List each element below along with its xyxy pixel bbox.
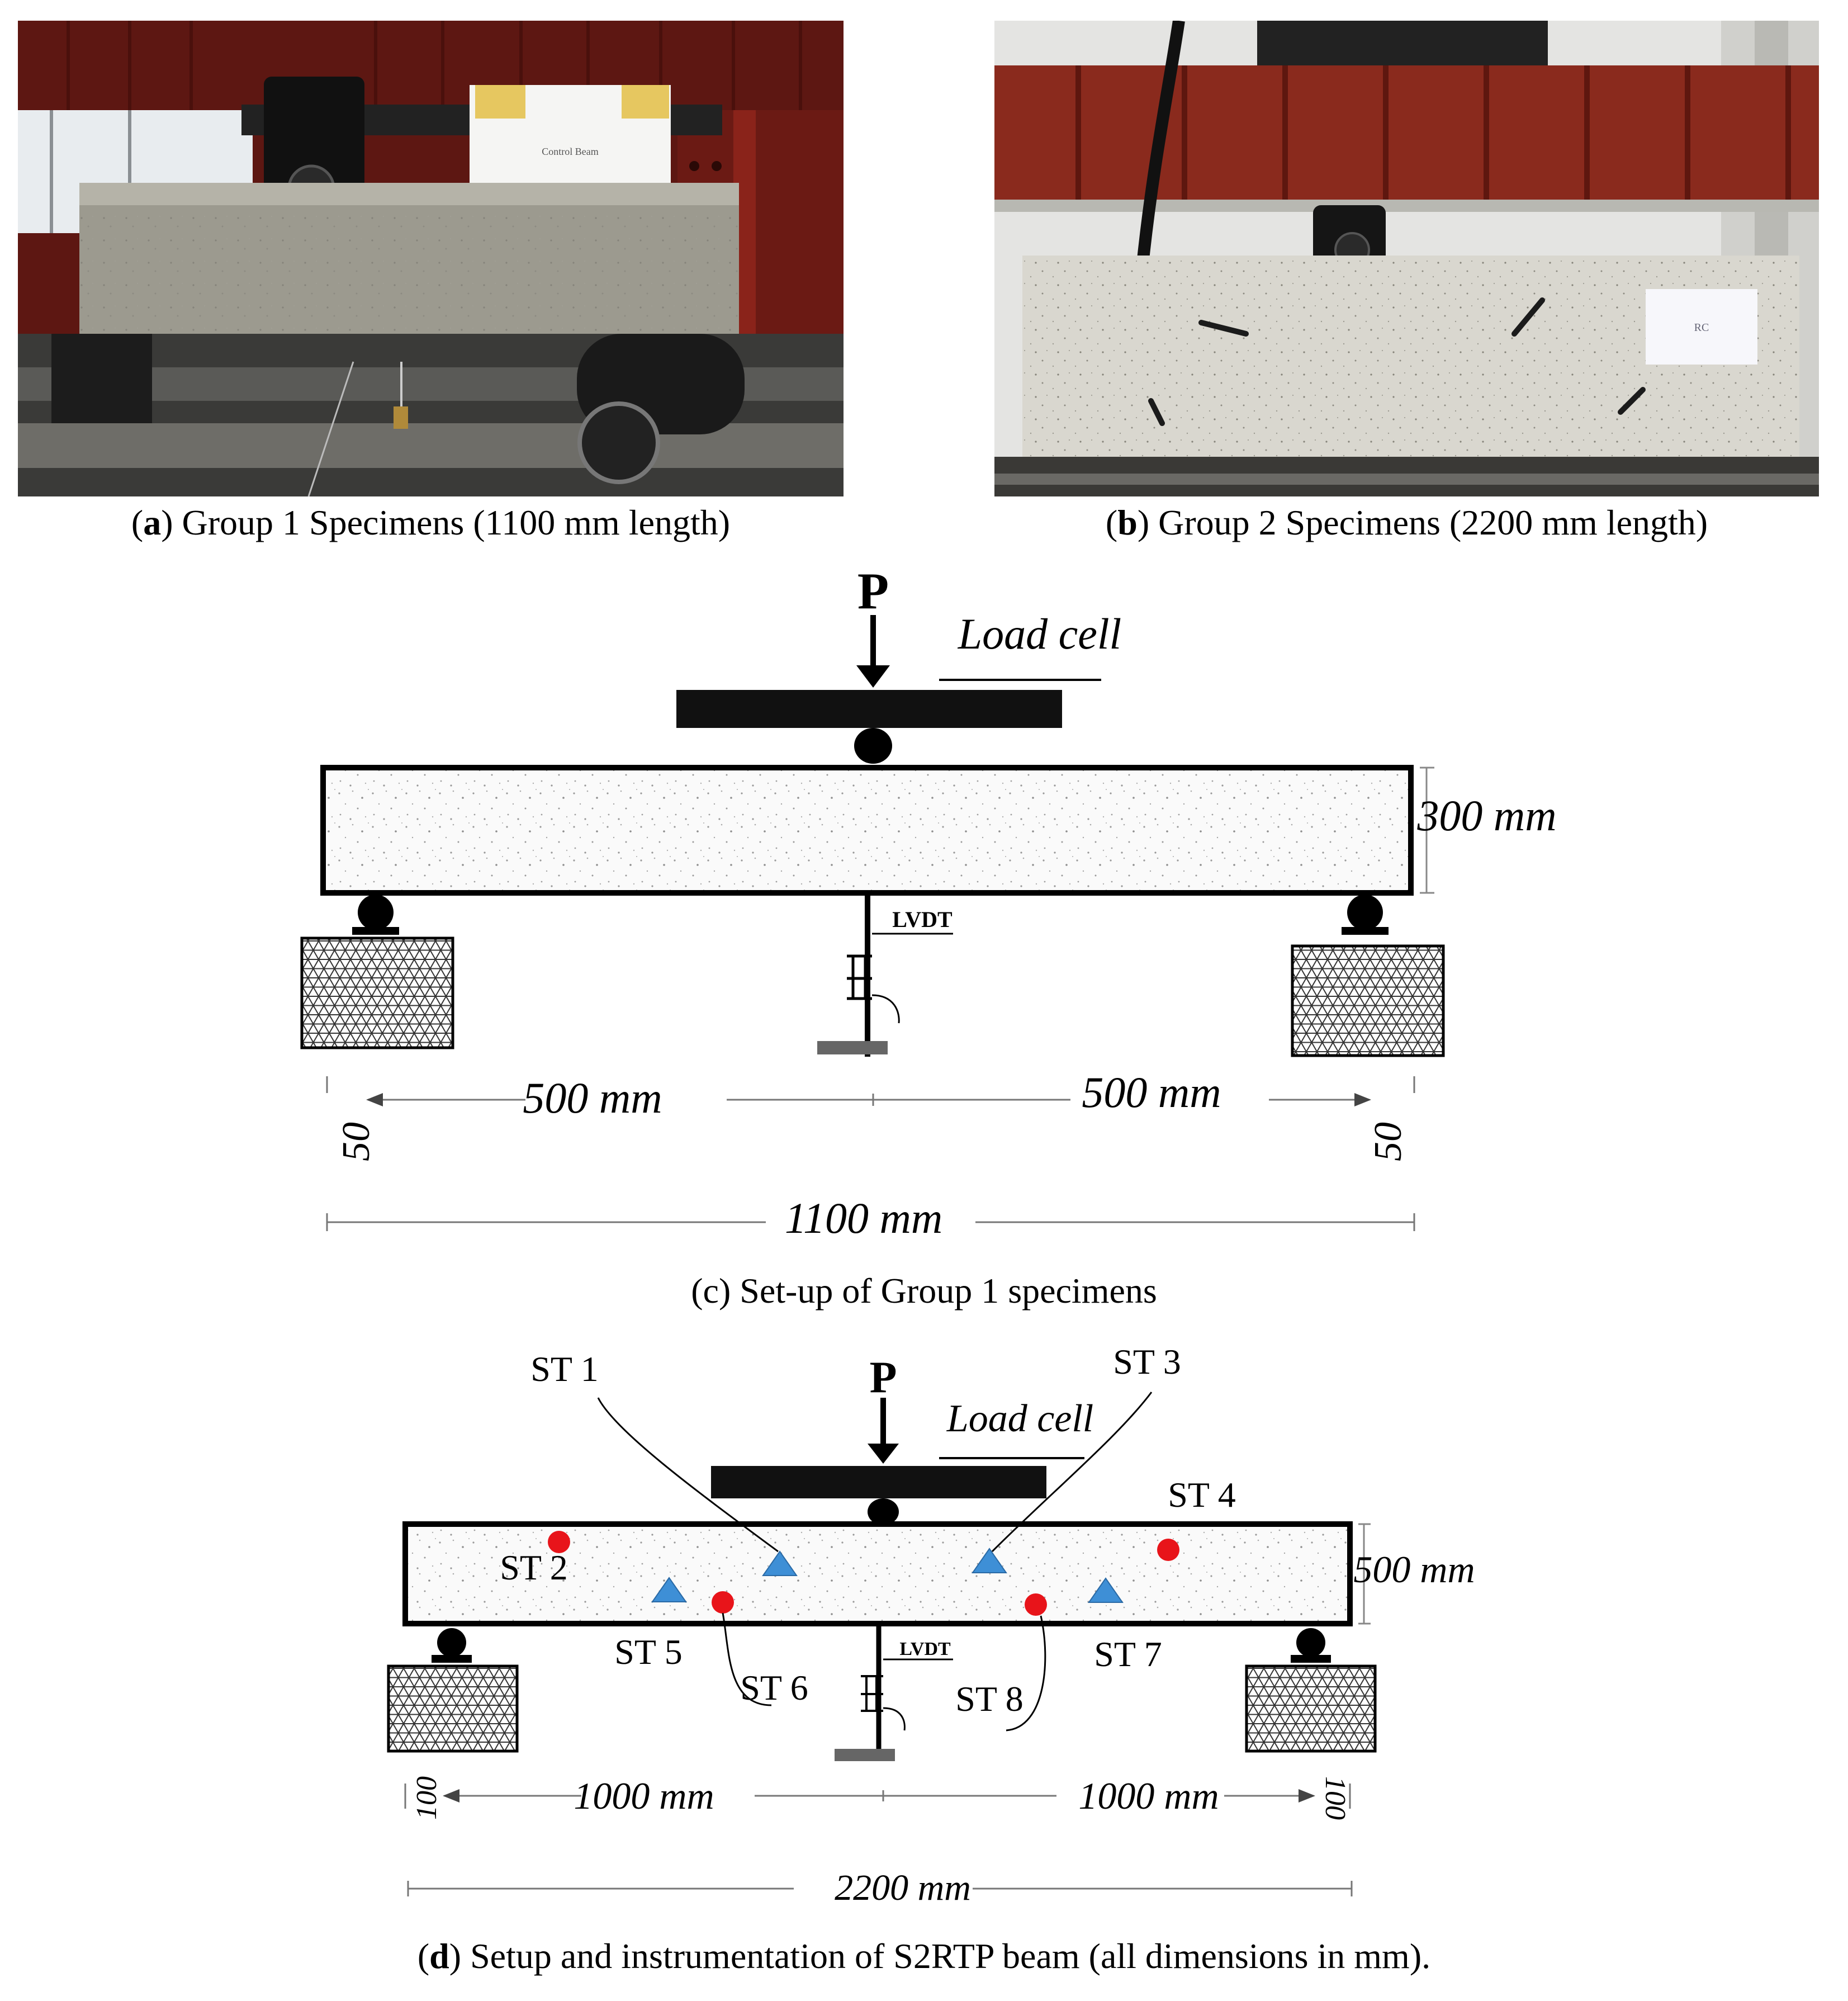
caption-c: (c) Set-up of Group 1 specimens [691,1271,1157,1311]
label-st8: ST 8 [955,1679,1023,1719]
sign-text-group1: Control Beam [542,146,599,157]
sign-text-group2: RC [1694,321,1709,334]
left-support-block-d [387,1664,519,1753]
left-support-block [300,936,454,1049]
lvdt-device-d [835,1626,906,1761]
strain-gauge-st2 [548,1531,570,1553]
strain-gauge-st5 [651,1577,687,1602]
left-roller-d [437,1628,466,1657]
load-cell-plate-d [711,1466,1046,1498]
label-st2: ST 2 [500,1548,568,1587]
total-dim-line-d [407,1881,1353,1896]
diagram-group1-setup: P Load cell 300 mm LVDT 500 mm 500 mm 50 [300,562,1557,1242]
total-dim-line [326,1213,1415,1231]
overhang-right-label-d: 100 [1319,1776,1351,1820]
lvdt-device [817,896,900,1057]
strain-gauge-st6 [712,1591,734,1614]
photo-group2-illustration: RC [994,21,1819,496]
height-label-d: 500 mm [1353,1548,1475,1591]
span-left-label-d: 1000 mm [574,1775,714,1817]
right-support-block-d [1245,1664,1377,1753]
caption-d: (d) Setup and instrumentation of S2RTP b… [417,1936,1431,1976]
left-roller [358,895,394,930]
load-cell-plate [676,690,1062,728]
label-st3: ST 3 [1113,1342,1181,1382]
label-st7: ST 7 [1094,1634,1162,1674]
photo-group2: RC [994,21,1819,496]
strain-gauge-st8 [1025,1593,1047,1616]
load-label-d: P [870,1353,897,1402]
beam-group1 [320,765,1414,896]
load-arrow-head-d [868,1444,899,1464]
total-length-label-d: 2200 mm [835,1867,971,1908]
photo-group1-illustration: Control Beam [18,21,844,496]
caption-a: (a) Group 1 Specimens (1100 mm length) [131,503,731,542]
label-st5: ST 5 [614,1632,683,1672]
load-cell-label: Load cell [958,609,1121,658]
lvdt-label-d: LVDT [899,1639,951,1659]
photo-group1: Control Beam [18,21,844,496]
span-dim-lines [326,1076,1415,1106]
lvdt-label: LVDT [892,907,953,932]
strain-gauge-st1 [762,1550,798,1576]
strain-gauge-st3 [972,1548,1007,1573]
right-support-block [1291,944,1445,1057]
diagram-s2rtp-setup: P Load cell 500 mm ST 1 ST 2 ST 3 ST 4 S… [387,1342,1475,1908]
strain-gauge-st4 [1157,1539,1179,1561]
overhang-right-label: 50 [1367,1122,1410,1161]
span-left-label: 500 mm [523,1073,662,1122]
right-roller-d [1296,1628,1325,1657]
load-cell-label-d: Load cell [946,1397,1093,1440]
load-bearing-roller [854,728,892,764]
overhang-left-label-d: 100 [411,1776,443,1820]
label-st6: ST 6 [740,1668,808,1707]
load-label: P [857,562,889,619]
caption-b: (b) Group 2 Specimens (2200 mm length) [1105,503,1708,542]
span-right-label: 500 mm [1082,1068,1221,1117]
label-st1: ST 1 [530,1349,599,1389]
label-st4: ST 4 [1168,1475,1236,1515]
span-dim-lines-d [404,1784,1351,1809]
right-roller [1347,895,1383,930]
load-arrow-head [856,665,890,688]
strain-gauge-st7 [1088,1577,1124,1603]
height-label: 300 mm [1416,791,1556,840]
overhang-left-label: 50 [335,1122,378,1161]
load-roller-d [868,1498,899,1525]
span-right-label-d: 1000 mm [1078,1775,1219,1817]
total-length-label: 1100 mm [785,1194,942,1242]
